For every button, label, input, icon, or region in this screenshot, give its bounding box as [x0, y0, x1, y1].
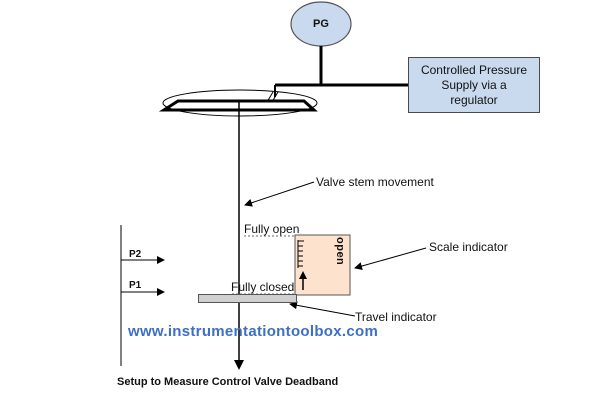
diagram-caption: Setup to Measure Control Valve Deadband	[117, 376, 339, 388]
valve-stem-pointer	[244, 181, 315, 207]
travel-indicator-pointer	[289, 301, 356, 317]
p2-label: P2	[129, 249, 142, 260]
p1-label: P1	[129, 280, 142, 291]
scale-indicator-label: Scale indicator	[429, 240, 508, 254]
valve-stem-movement-label: Valve stem movement	[316, 175, 434, 189]
scale-indicator-box	[294, 234, 351, 296]
scale-indicator-pointer	[354, 247, 427, 270]
website-watermark: www.instrumentationtoolbox.com	[128, 323, 379, 340]
travel-indicator-bar	[198, 294, 297, 303]
scale-ticks	[297, 240, 304, 268]
actuator-diaphragm-outline	[162, 89, 318, 117]
supply-box-line-2: Supply via a	[441, 77, 507, 92]
diaphragm-plate	[158, 99, 318, 112]
controlled-pressure-supply-box: Controlled Pressure Supply via a regulat…	[408, 57, 540, 113]
supply-box-line-1: Controlled Pressure	[420, 62, 528, 77]
travel-indicator-label: Travel indicator	[355, 310, 437, 324]
fully-closed-label: Fully closed	[231, 280, 295, 294]
stem-arrow-head	[234, 360, 244, 370]
scale-open-word: open	[334, 237, 346, 266]
scale-up-arrow-head	[299, 271, 307, 279]
supply-box-line-3: regulator	[450, 92, 498, 107]
fully-open-label: Fully open	[244, 222, 300, 236]
pressure-gauge-label: PG	[313, 18, 329, 30]
